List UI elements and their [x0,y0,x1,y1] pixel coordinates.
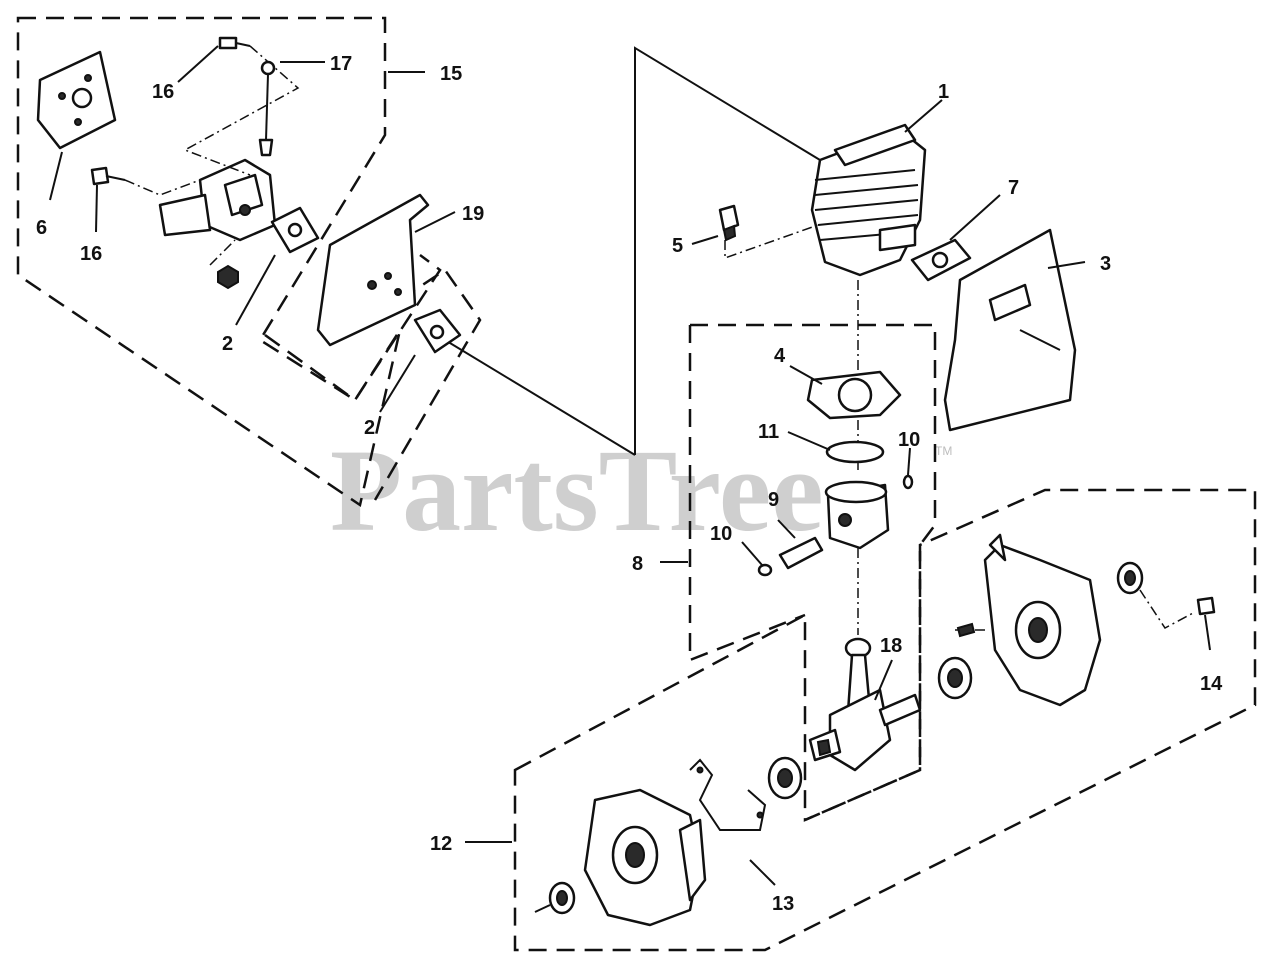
intake-gasket-part [413,308,462,354]
callout-10b: 10 [710,523,732,545]
leader-3 [1047,261,1086,269]
callout-4: 4 [774,345,786,367]
callout-8: 8 [632,553,643,575]
leader-1 [904,99,943,133]
dowel-pin-part [956,622,976,638]
leader-9 [777,519,796,539]
cylinder-leader-frame [634,46,821,455]
callout-14: 14 [1200,673,1223,695]
leader-7 [949,194,1001,241]
leader-11 [787,431,831,451]
crank-bearing-left-part [767,756,803,800]
callout-13: 13 [772,893,794,915]
group-15-boundary [16,16,402,508]
cylinder-part [810,123,927,277]
callout-19: 19 [462,203,484,225]
circlip-left-part [757,563,773,577]
crankcase-gasket-part [689,758,767,831]
seal-right-part [1116,561,1144,595]
callout-16a: 16 [152,81,174,103]
leader-4 [789,365,823,385]
callout-11: 11 [758,421,779,443]
screw-17-axis [183,45,300,176]
leader-10a [907,447,911,476]
heat-shield-plate-part [316,193,430,347]
watermark-trademark: TM [935,444,952,458]
leader-16b [95,184,98,233]
screw-16-top [218,36,251,50]
callout-7: 7 [1008,177,1019,199]
leader-6 [49,151,63,201]
carb-gasket-part [270,206,320,254]
leader-16a [177,45,219,83]
nut-part [217,264,239,290]
intake-leader-line [444,339,636,456]
callout-1: 1 [938,81,949,103]
throttle-rod-part [258,60,276,157]
piston-ring-part [825,440,885,464]
leader-2a [235,254,276,326]
base-gasket-part [806,370,902,420]
leader-10b [741,541,763,566]
spark-plug-part [718,204,740,242]
callout-16b: 16 [80,243,102,265]
leader-2b [379,354,416,413]
bolt-14-part [1196,596,1216,616]
callout-5: 5 [672,235,683,257]
callout-10a: 10 [898,429,920,451]
callout-3: 3 [1100,253,1111,275]
leader-19 [414,211,456,233]
group-2-boundary [373,268,482,501]
bolt-14-axis [1139,589,1196,629]
crankcase-half-right-part [983,533,1102,707]
heat-shield-part [943,228,1077,432]
callout-18: 18 [880,635,902,657]
piston-pin-part [778,536,824,570]
circlip-right-part [902,474,914,490]
screw-16-axis [124,179,201,196]
group-8-boundary [690,323,937,822]
callout-2a: 2 [222,333,233,355]
leader-18 [874,659,893,701]
crankcase-half-left-part [583,788,707,927]
callout-9: 9 [768,489,779,511]
crankshaft-part [808,637,922,772]
piston-part [824,480,890,550]
group-12-boundary [513,488,1257,952]
leader-13 [749,859,776,886]
callout-6: 6 [36,217,47,239]
nut-axis [209,239,236,266]
callout-2b: 2 [364,417,375,439]
carburetor-part [158,158,277,242]
watermark-text: PartsTree [330,425,824,556]
exhaust-gasket-part [910,238,972,282]
plug-axis [724,224,819,260]
callout-17: 17 [330,53,352,75]
callout-15: 15 [440,63,462,85]
gasket-plate-part [36,50,117,150]
seal-left-part [548,881,576,915]
crank-bearing-right-part [937,656,973,700]
callout-12: 12 [430,833,452,855]
screw-16-bottom [90,166,126,186]
leader-5 [691,235,719,245]
leader-14 [1204,614,1211,651]
seal-left-axis [534,904,551,913]
